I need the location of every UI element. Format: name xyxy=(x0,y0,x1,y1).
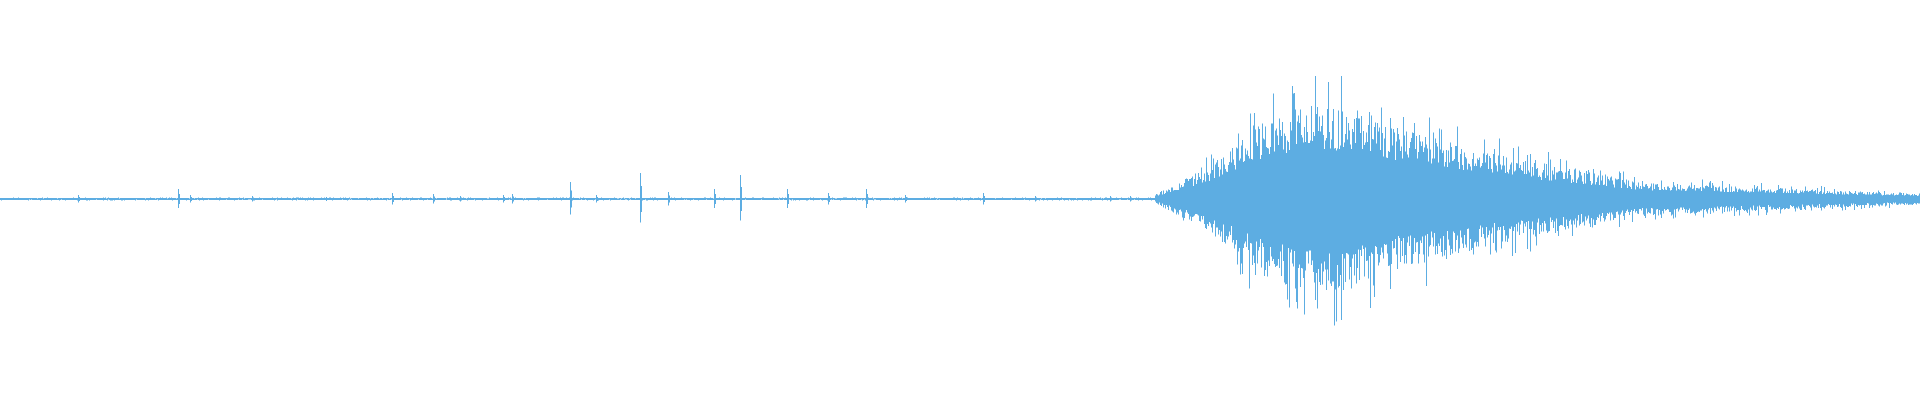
waveform-samples xyxy=(0,76,1920,326)
waveform-trace xyxy=(0,76,1920,326)
